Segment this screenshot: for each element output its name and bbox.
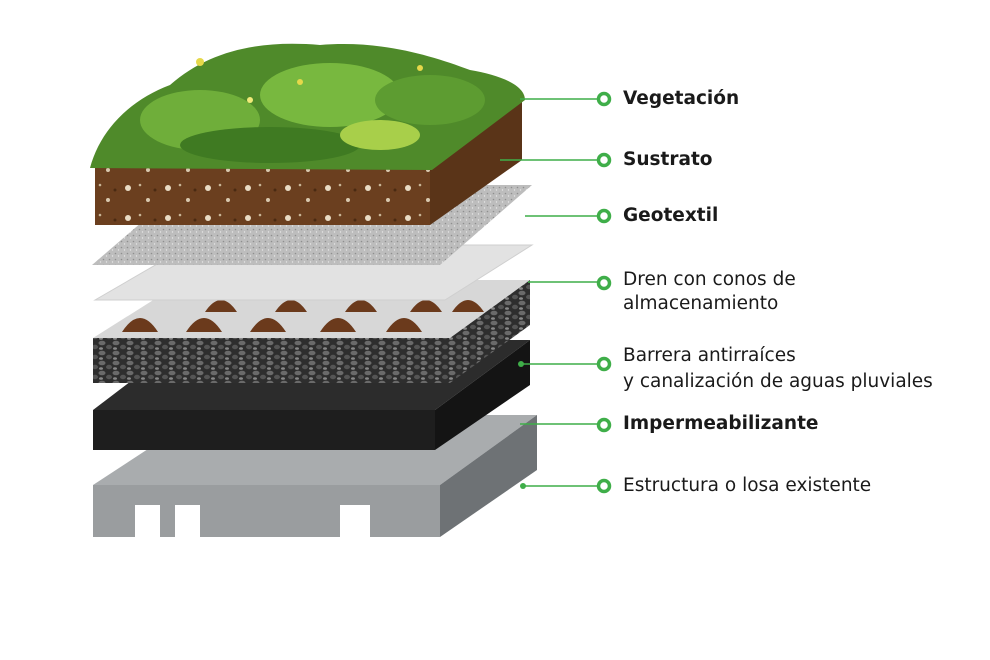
label-line: almacenamiento [623, 293, 779, 314]
marker-dot-icon [596, 208, 612, 224]
label-line: Vegetación [623, 88, 740, 109]
marker-dot-icon [596, 91, 612, 107]
label-line: Geotextil [623, 205, 719, 226]
marker-dot-icon [596, 478, 612, 494]
label-barrera: Barrera antirraíces y canalización de agu… [623, 343, 933, 395]
marker-dot-icon [596, 356, 612, 372]
label-sustrato: Sustrato [623, 148, 713, 172]
marker-dot-icon [596, 417, 612, 433]
label-dren: Dren con conos de almacenamiento [623, 268, 796, 316]
label-line: Dren con conos de [623, 269, 796, 290]
label-vegetacion: Vegetación [623, 87, 739, 111]
vegetation [90, 43, 525, 170]
label-impermeabilizante: Impermeabilizante [623, 412, 818, 436]
label-markers [518, 91, 612, 494]
label-line: Impermeabilizante [623, 413, 819, 434]
leader-lines [500, 98, 598, 487]
marker-dot-icon [596, 275, 612, 291]
substrate-block [95, 95, 522, 225]
label-line: Sustrato [623, 149, 713, 170]
label-line: Estructura o losa existente [623, 475, 872, 496]
marker-dot-icon [596, 152, 612, 168]
storage-cones [122, 300, 484, 332]
label-estructura: Estructura o losa existente [623, 474, 871, 498]
label-geotextil: Geotextil [623, 204, 718, 228]
label-line: y canalización de aguas pluviales [623, 371, 933, 392]
label-line: Barrera antirraíces [623, 345, 796, 366]
